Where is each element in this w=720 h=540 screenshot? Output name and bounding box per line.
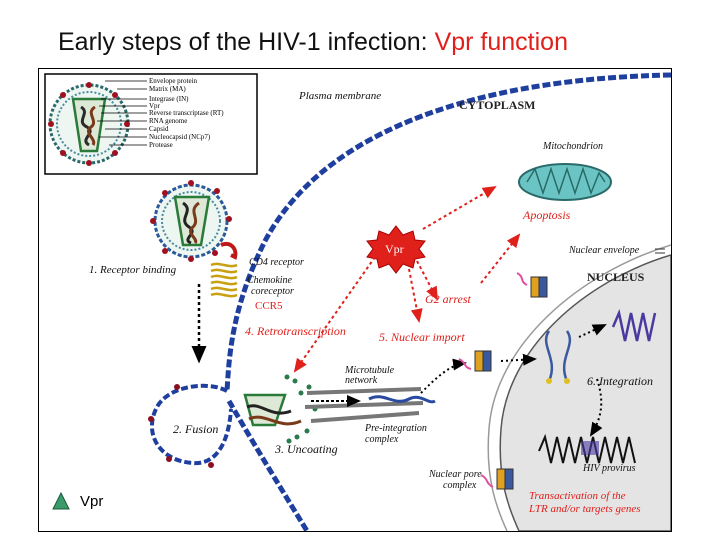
inset-label: Envelope protein xyxy=(149,77,198,85)
cd4-receptor xyxy=(220,242,238,260)
chemokine-label-2: coreceptor xyxy=(251,286,294,297)
hiv-provirus-label: HIV provirus xyxy=(582,463,636,474)
transactivation-label-2: LTR and/or targets genes xyxy=(528,503,641,515)
nuclear-envelope-outer xyxy=(487,244,671,531)
cd4-receptor-label: CD4 receptor xyxy=(249,257,304,268)
nuclear-pore-middle xyxy=(458,350,492,372)
chemokine-label-1: Chemokine xyxy=(247,275,293,286)
nuclear-pore-label-1: Nuclear pore xyxy=(428,469,482,480)
uncoating-label: 3. Uncoating xyxy=(274,442,338,456)
preintegration-label-2: complex xyxy=(365,434,399,445)
preintegration-label-1: Pre-integration xyxy=(364,423,427,434)
nuclear-pore-top xyxy=(516,272,548,298)
inset-label: RNA genome xyxy=(149,117,187,125)
inset-label: Nucleocapsid (NCp7) xyxy=(149,133,211,141)
inset-leader-lines xyxy=(97,80,147,146)
plasma-membrane-lower xyxy=(226,399,310,531)
vpr-label: Vpr xyxy=(385,242,404,256)
microtubule-label-1: Microtubule xyxy=(344,365,395,376)
hiv-infection-diagram: Envelope protein Matrix (MA) Integrase (… xyxy=(38,68,672,532)
nuclear-import-label: 5. Nuclear import xyxy=(379,330,465,344)
plasma-membrane-label: Plasma membrane xyxy=(298,90,381,102)
plasma-membrane xyxy=(224,72,671,392)
inset-label: Matrix (MA) xyxy=(149,85,186,93)
fusion-label: 2. Fusion xyxy=(173,422,218,436)
retrotranscription-label: 4. Retrotranscription xyxy=(245,324,346,338)
mitochondrion-label: Mitochondrion xyxy=(542,141,603,152)
inset-label: Capsid xyxy=(149,125,169,133)
nuclear-pore-bottom xyxy=(480,468,514,490)
ccr5-label: CCR5 xyxy=(255,300,283,312)
inset-virion xyxy=(48,82,130,166)
legend: Vpr xyxy=(52,492,103,510)
integrated-dna xyxy=(611,308,657,342)
preintegration-complex xyxy=(368,395,436,404)
fusion-vesicle xyxy=(150,383,233,466)
virion-binding xyxy=(150,180,232,262)
microtubule-label-2: network xyxy=(345,375,378,386)
inset-label: Reverse transcriptase (RT) xyxy=(149,109,224,117)
inset-label: Integrase (IN) xyxy=(149,95,189,103)
inset-label: Protease xyxy=(149,141,173,149)
vpr-triangle-icon xyxy=(52,492,70,510)
integration-label: 6. Integration xyxy=(587,374,653,388)
viral-dna xyxy=(544,330,572,382)
microtubule-network xyxy=(304,387,424,423)
capsid-uncoating xyxy=(243,374,318,444)
inset-label: Vpr xyxy=(149,102,161,110)
chemokine-coreceptor xyxy=(210,262,238,298)
vpr-starburst xyxy=(366,225,426,274)
cytoplasm-label: CYTOPLASM xyxy=(459,98,535,112)
g2-arrest-label: G2 arrest xyxy=(425,292,472,306)
nuclear-pore-label-2: complex xyxy=(443,480,477,491)
mitochondrion xyxy=(518,163,612,201)
transactivation-label-1: Transactivation of the xyxy=(529,490,626,502)
nuclear-envelope-label: Nuclear envelope xyxy=(568,245,640,256)
apoptosis-label: Apoptosis xyxy=(522,208,571,222)
title-accent: Vpr function xyxy=(434,28,568,56)
slide-title: Early steps of the HIV-1 infection: Vpr … xyxy=(58,28,568,57)
title-text: Early steps of the HIV-1 infection: xyxy=(58,28,435,56)
receptor-binding-label: 1. Receptor binding xyxy=(89,264,177,276)
nucleus-label: NUCLEUS xyxy=(587,270,645,284)
legend-label: Vpr xyxy=(80,492,104,510)
hiv-provirus-dna xyxy=(538,433,636,464)
